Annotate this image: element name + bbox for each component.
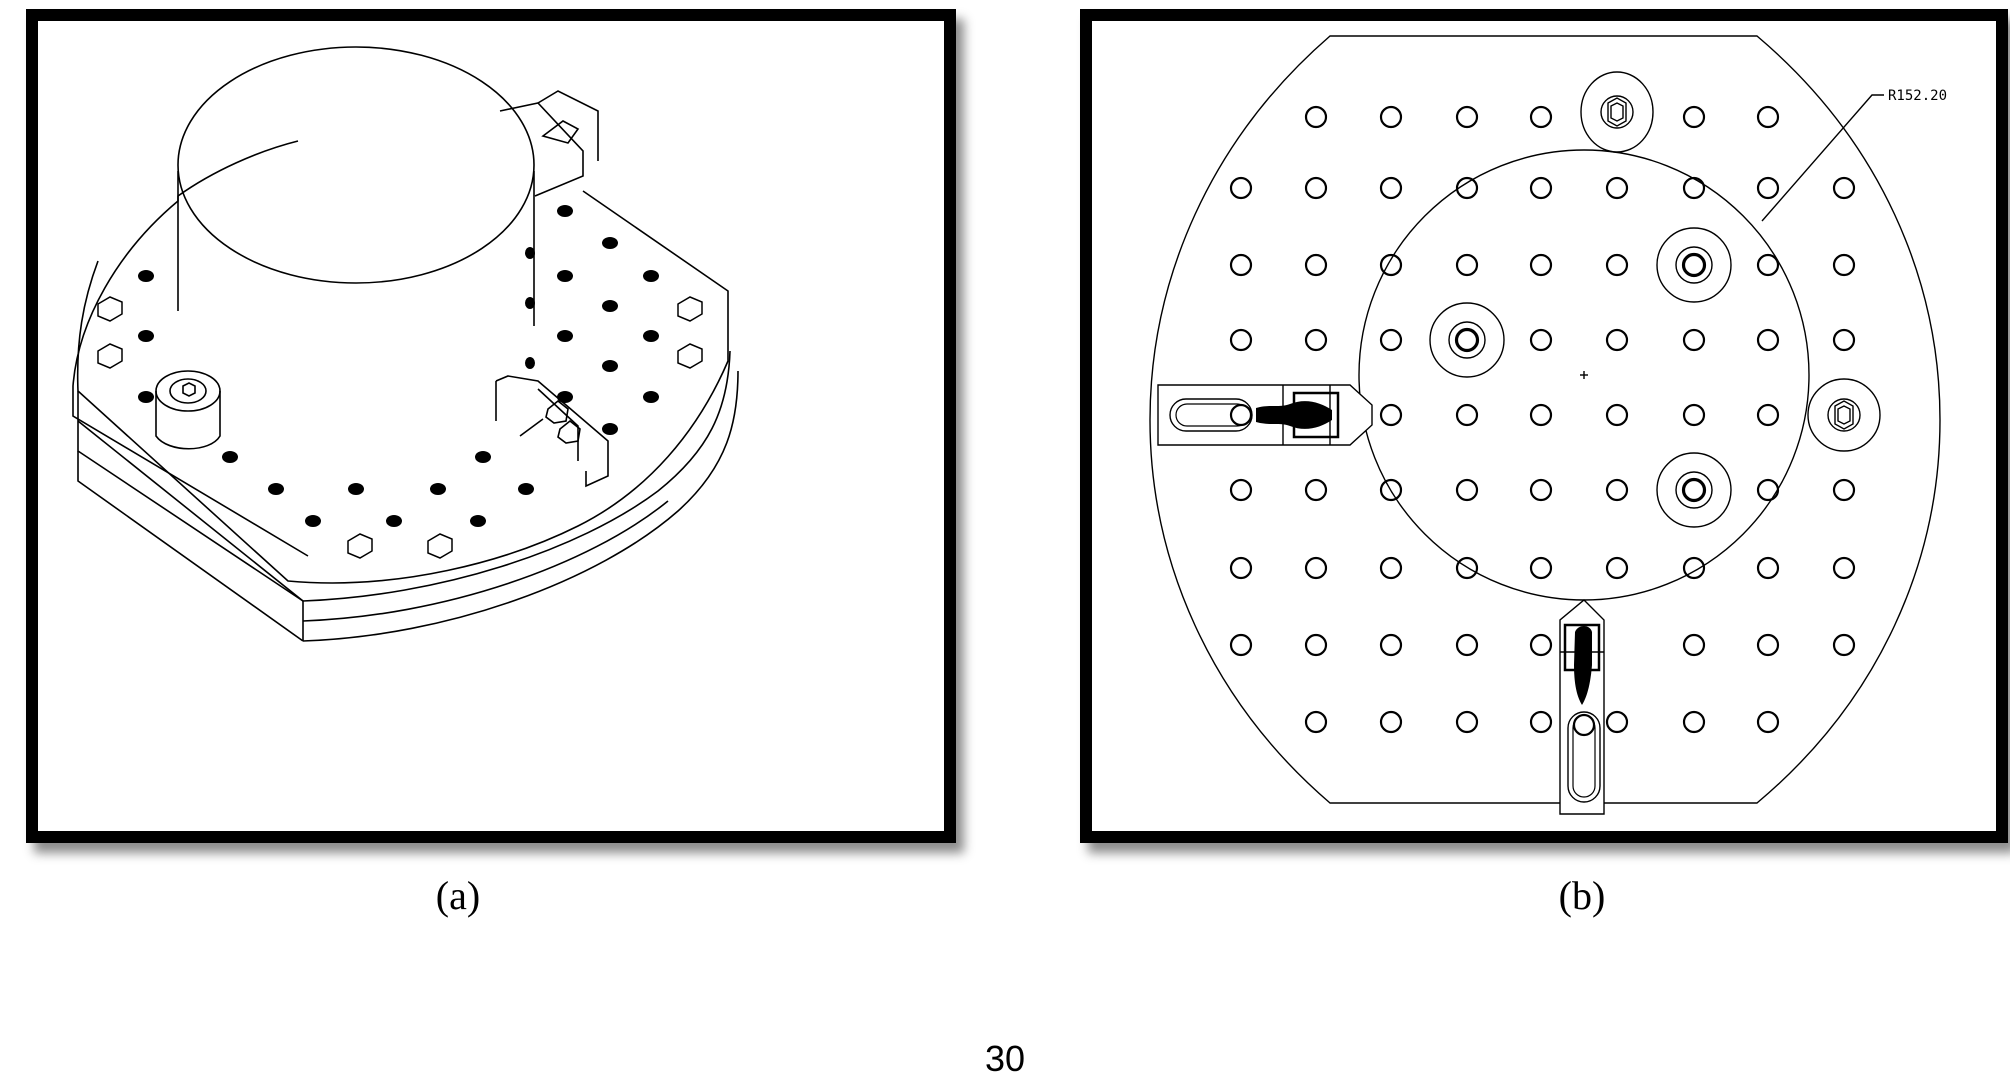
top-view-fixture-drawing: R152.20 [1149, 35, 1947, 815]
hex-bolts [97, 296, 703, 559]
figure-panel-b: R152.20 [1080, 9, 2008, 843]
left-slot-clamp [1157, 384, 1373, 446]
locator-pins [1429, 227, 1732, 528]
caption-panel-a: (a) [435, 873, 481, 918]
bottom-slot-clamp [1559, 599, 1605, 815]
page-number: 30 [984, 1038, 1026, 1079]
figure-panel-a [26, 9, 956, 843]
hex-nut-supports [1580, 71, 1881, 452]
caption-panel-b: (b) [1558, 873, 1606, 918]
hole-grid [1229, 105, 1856, 734]
radius-dimension-label: R152.20 [1888, 88, 1947, 104]
mounting-holes [138, 205, 659, 527]
isometric-fixture-drawing [72, 46, 739, 642]
